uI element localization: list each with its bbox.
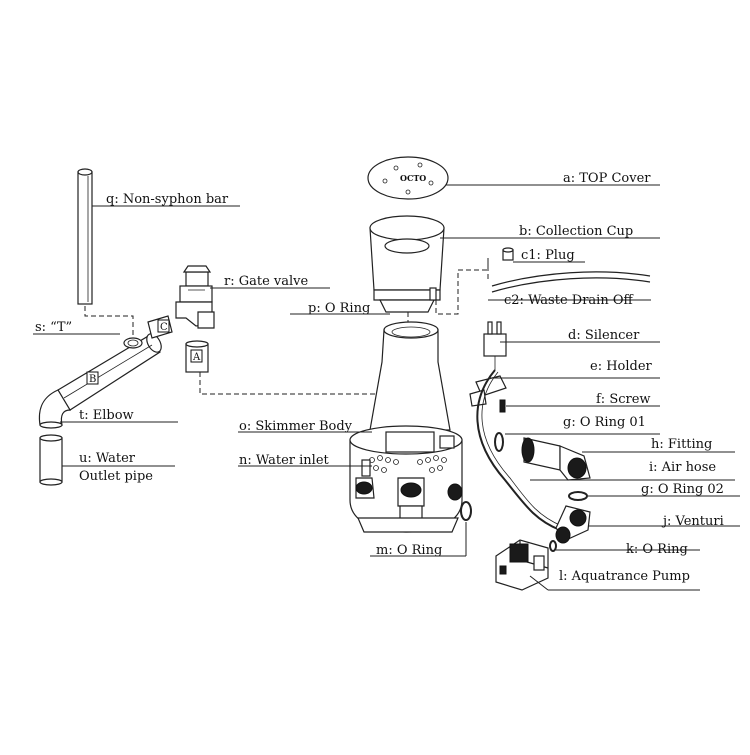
- o-ring-k: [549, 540, 557, 552]
- label-water-outlet-pipe-line2: Outlet pipe: [79, 469, 153, 484]
- o-ring-m: [460, 501, 472, 521]
- label-fitting: h: Fitting: [651, 437, 712, 452]
- label-holder: e: Holder: [590, 359, 653, 374]
- label-water-outlet-pipe-line1: u: Water: [79, 451, 136, 466]
- svg-text:C: C: [160, 322, 168, 333]
- silencer: [483, 321, 507, 370]
- air-hose: [476, 369, 561, 531]
- leader-lines: [33, 184, 740, 591]
- label-o-ring-01: g: O Ring 01: [563, 415, 646, 430]
- label-screw: f: Screw: [596, 392, 651, 407]
- label-skimmer-body: o: Skimmer Body: [239, 419, 353, 434]
- part-mark-b: B: [86, 371, 99, 385]
- waste-drain-off-hose: [491, 271, 651, 293]
- svg-text:A: A: [192, 352, 201, 363]
- o-ring-01: [494, 432, 504, 452]
- gate-valve: [175, 265, 215, 329]
- fitting: [521, 437, 591, 481]
- label-o-ring-k: k: O Ring: [626, 542, 688, 557]
- label-non-syphon-bar: q: Non-syphon bar: [106, 192, 229, 207]
- label-venturi: j: Venturi: [661, 514, 724, 529]
- part-mark-c: C: [157, 319, 170, 333]
- label-o-ring-p: p: O Ring: [308, 301, 370, 316]
- venturi: [555, 505, 591, 544]
- label-top-cover: a: TOP Cover: [563, 171, 651, 186]
- label-aquatrance-pump: l: Aquatrance Pump: [559, 569, 690, 584]
- skimmer-base-holes: [369, 455, 447, 473]
- octo-logo: OCTO: [400, 173, 426, 183]
- water-outlet-pipe: [39, 434, 63, 486]
- aquatrance-pump: [495, 539, 549, 591]
- svg-text:B: B: [89, 374, 96, 385]
- plug: [502, 247, 514, 261]
- label-t-pipe: s: “T”: [35, 320, 72, 335]
- o-ring-02: [568, 491, 588, 501]
- label-plug: c1: Plug: [521, 248, 575, 263]
- non-syphon-bar: [77, 168, 93, 305]
- label-gate-valve: r: Gate valve: [224, 274, 309, 289]
- t-pipe: [57, 333, 162, 411]
- label-elbow: t: Elbow: [79, 408, 134, 423]
- screw: [499, 399, 506, 413]
- label-air-hose: i: Air hose: [649, 460, 716, 475]
- part-mark-a: A: [190, 349, 203, 363]
- label-o-ring-02: g: O Ring 02: [641, 482, 724, 497]
- label-silencer: d: Silencer: [568, 328, 640, 343]
- label-waste-drain-off: c2: Waste Drain Off: [504, 293, 634, 308]
- label-collection-cup: b: Collection Cup: [519, 224, 633, 239]
- top-cover: OCTO: [367, 156, 449, 200]
- label-o-ring-m: m: O Ring: [376, 543, 442, 558]
- collection-cup: [369, 215, 445, 313]
- label-water-inlet: n: Water inlet: [239, 453, 330, 468]
- skimmer-body: [349, 321, 463, 533]
- elbow: [38, 389, 72, 429]
